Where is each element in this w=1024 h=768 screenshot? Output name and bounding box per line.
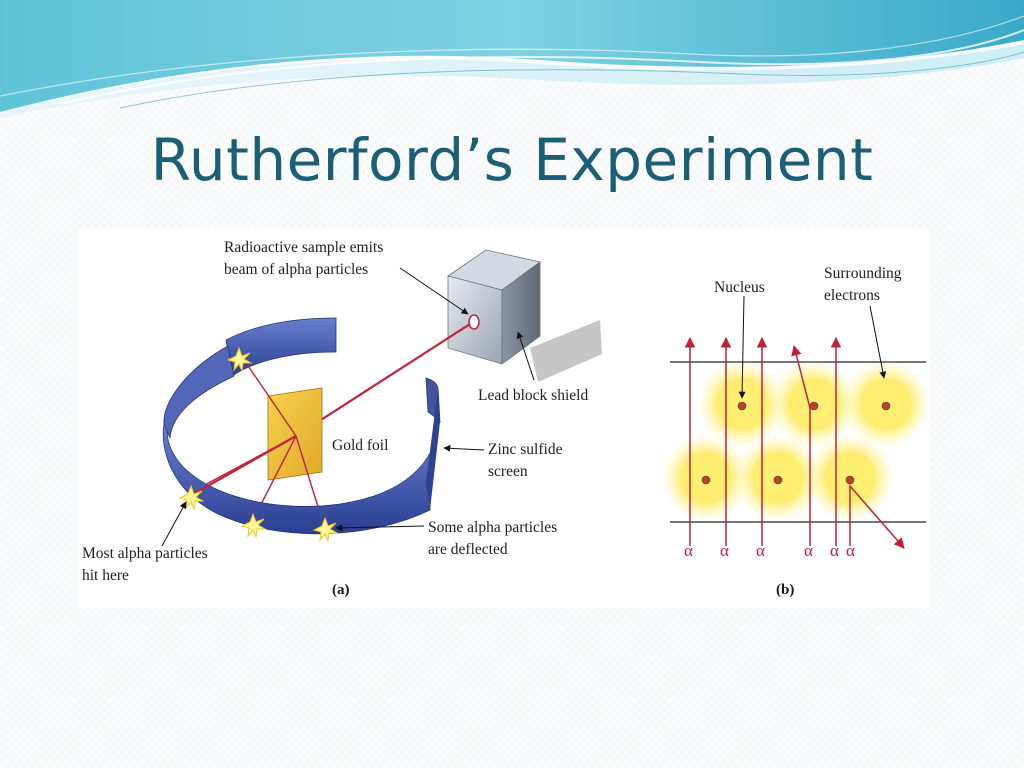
alpha-symbol-1: α [684, 541, 693, 560]
caption-a: (a) [332, 582, 350, 598]
nuclei [701, 401, 891, 485]
alpha-beam [295, 323, 471, 437]
screen-left-end [163, 345, 235, 439]
label-lead-block: Lead block shield [478, 387, 588, 404]
label-deflected-line2: are deflected [428, 541, 508, 558]
screen-back-left [225, 317, 337, 377]
leader-arrows-b [738, 295, 887, 399]
rutherford-figure: Radioactive sample emits beam of alpha p… [78, 228, 930, 608]
alpha-symbol-4: α [804, 541, 813, 560]
caption-b: (b) [776, 582, 794, 598]
lead-block-shield [447, 249, 541, 365]
label-radioactive-line2: beam of alpha particles [224, 261, 368, 278]
alpha-symbol-5: α [830, 541, 839, 560]
label-zinc-line1: Zinc sulfide [488, 441, 563, 458]
label-surrounding-line2: electrons [824, 287, 880, 304]
slide-title: Rutherford’s Experiment [150, 126, 874, 194]
lead-block-shadow [530, 320, 602, 382]
screen-right-end [426, 388, 440, 510]
alpha-symbol-6: α [846, 541, 855, 560]
leader-arrows-a [161, 267, 535, 547]
alpha-symbol-2: α [720, 541, 729, 560]
panel-a: Radioactive sample emits beam of alpha p… [82, 239, 602, 598]
undeflected-beam [189, 435, 297, 497]
panel-b: α α α α α α Nucleus Surrounding electron… [662, 265, 930, 598]
label-deflected-line1: Some alpha particles [428, 519, 557, 536]
alpha-symbol-3: α [756, 541, 765, 560]
label-gold-foil: Gold foil [332, 437, 388, 454]
label-surrounding-line1: Surrounding [824, 265, 902, 282]
label-most-line2: hit here [82, 567, 129, 584]
label-radioactive-line1: Radioactive sample emits [224, 239, 383, 256]
label-most-line1: Most alpha particles [82, 545, 208, 562]
electron-clouds [662, 360, 930, 522]
alpha-paths [684, 336, 905, 549]
scintillation-flashes [178, 346, 339, 543]
figure-svg: Radioactive sample emits beam of alpha p… [82, 239, 930, 598]
label-nucleus: Nucleus [714, 279, 765, 296]
header-wave-decoration [0, 0, 1024, 118]
label-zinc-line2: screen [488, 463, 528, 480]
